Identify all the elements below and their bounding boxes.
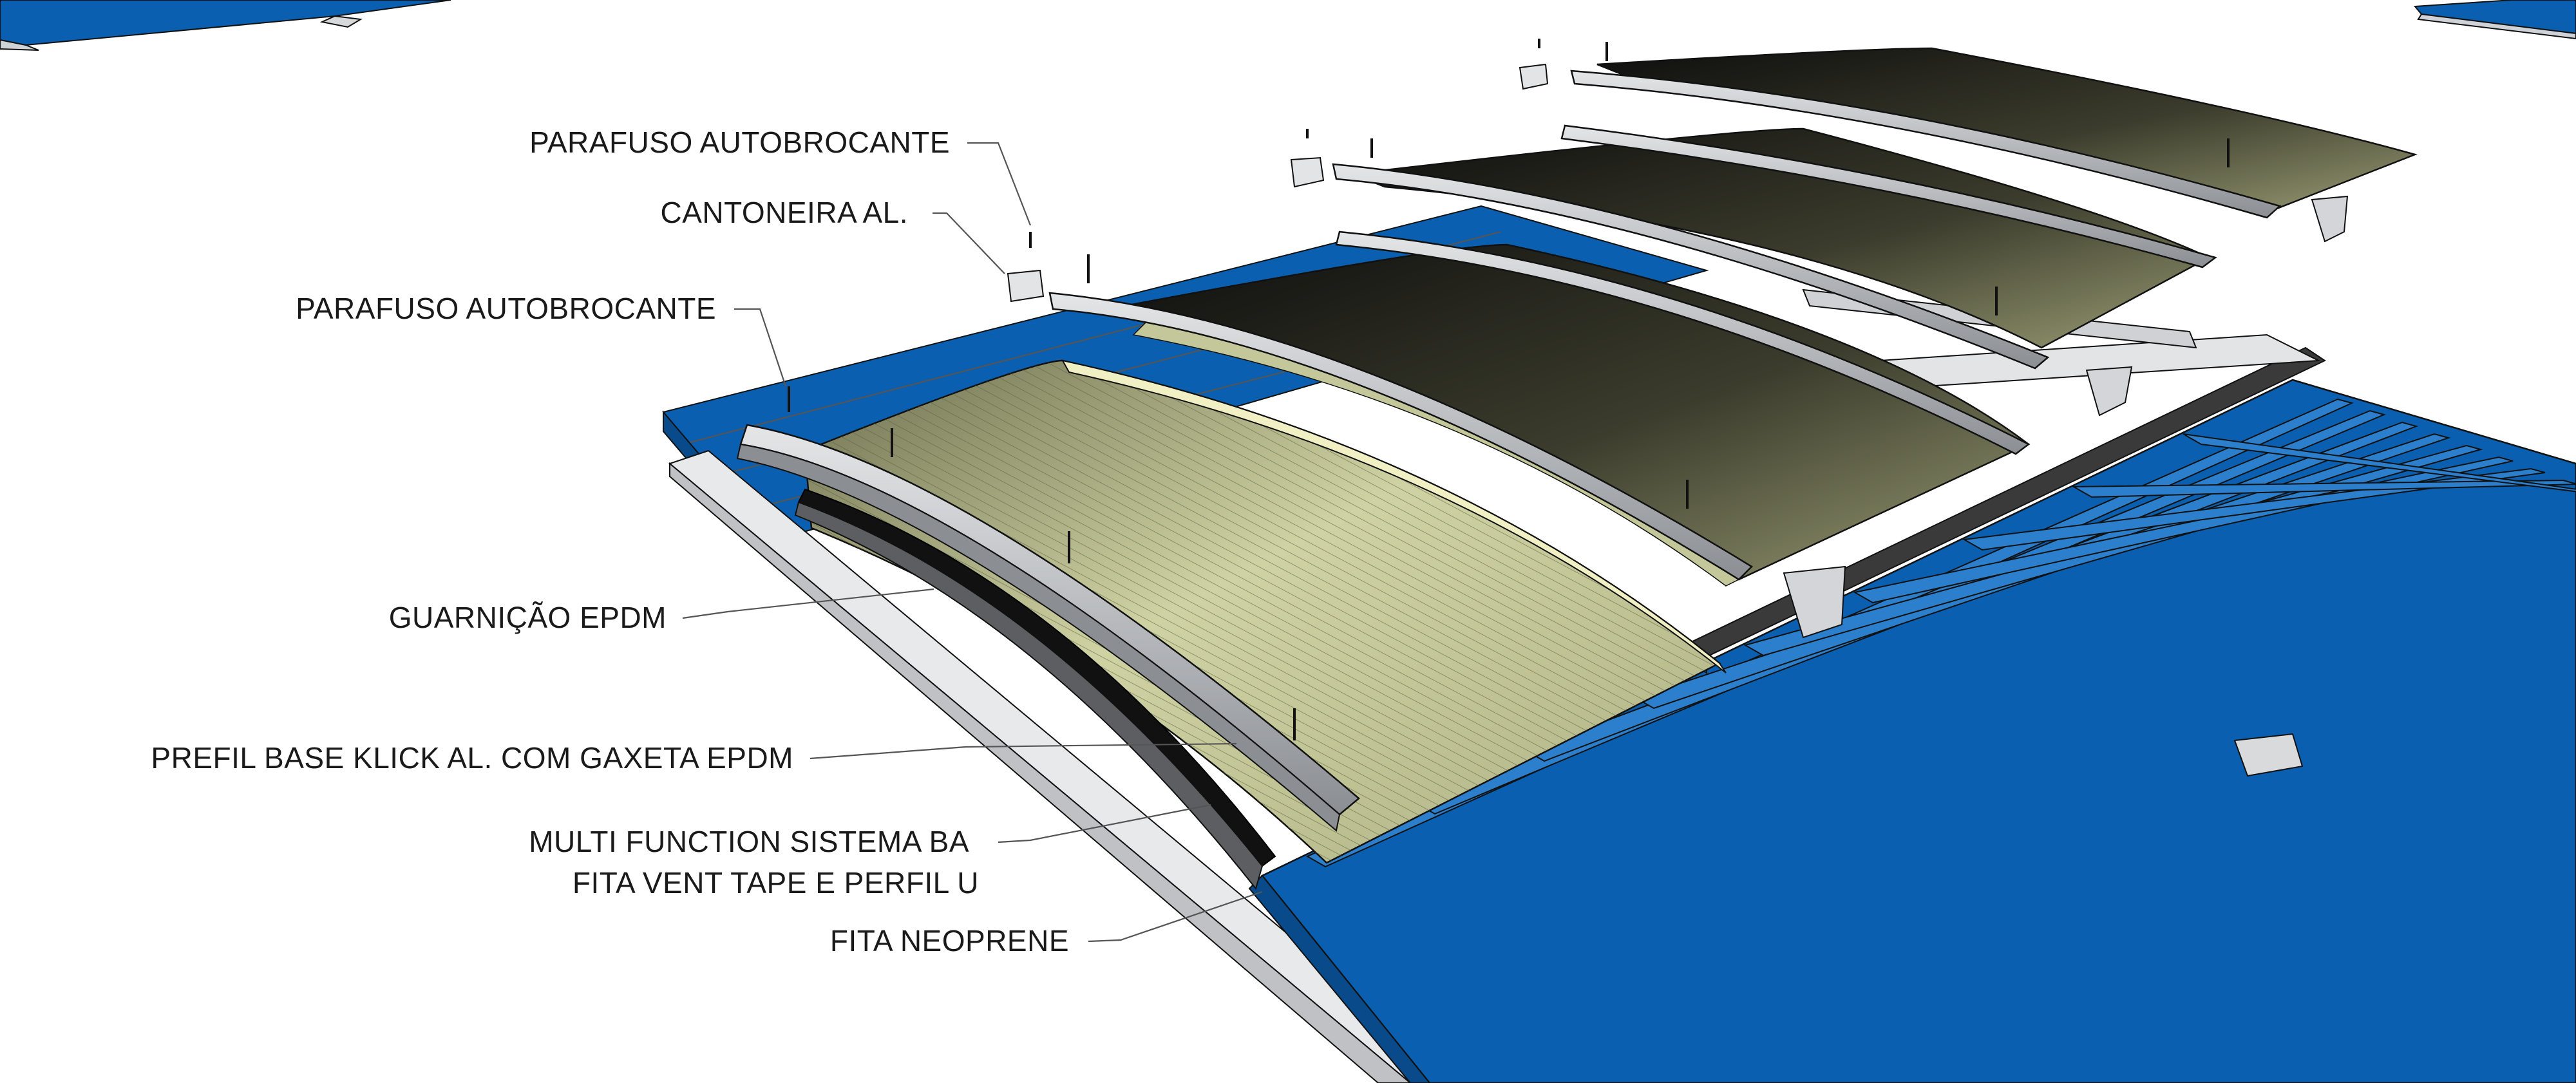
polycarbonate-panel-1: [804, 359, 1727, 864]
callout-parafuso-autobrocante-top: PARAFUSO AUTOBROCANTE: [529, 126, 950, 159]
roof-fragment-top-left: [0, 0, 451, 51]
angle-bracket: [1007, 63, 2349, 639]
roof-fragment-top-right: [2413, 0, 2576, 40]
aluminium-profile-4: [1570, 70, 2282, 219]
callout-prefil-base-klick: PREFIL BASE KLICK AL. COM GAXETA EPDM: [151, 741, 793, 775]
aluminium-profile-3: [1332, 124, 2217, 370]
callout-multi-function-line-1: MULTI FUNCTION SISTEMA BA: [529, 825, 969, 858]
roof-rib: [2183, 433, 2576, 493]
callout-cantoneira-al: CANTONEIRA AL.: [660, 196, 908, 229]
aluminium-profile-2: [1048, 231, 2031, 581]
callout-fita-neoprene: FITA NEOPRENE: [830, 924, 1069, 957]
callout-multi-function-line-2: FITA VENT TAPE E PERFIL U: [573, 866, 979, 899]
purlin-beam: [668, 449, 1457, 1083]
callout-parafuso-autobrocante-mid: PARAFUSO AUTOBROCANTE: [296, 292, 716, 325]
self-drilling-screw: [788, 39, 2230, 740]
callout-labels: PARAFUSO AUTOBROCANTE CANTONEIRA AL. PAR…: [151, 126, 1069, 957]
epdm-gasket-strip: [794, 488, 1276, 890]
support-beam-right: [2233, 733, 2304, 777]
roof-rib: [2071, 479, 2576, 498]
metal-roof-right: [1248, 379, 2576, 1083]
callout-leaders: [682, 142, 1263, 943]
aluminium-profile-1: [736, 424, 1360, 832]
callout-guarnicao-epdm: GUARNIÇÃO EPDM: [389, 601, 667, 634]
polycarbonate-panel-3: [1352, 127, 2211, 349]
